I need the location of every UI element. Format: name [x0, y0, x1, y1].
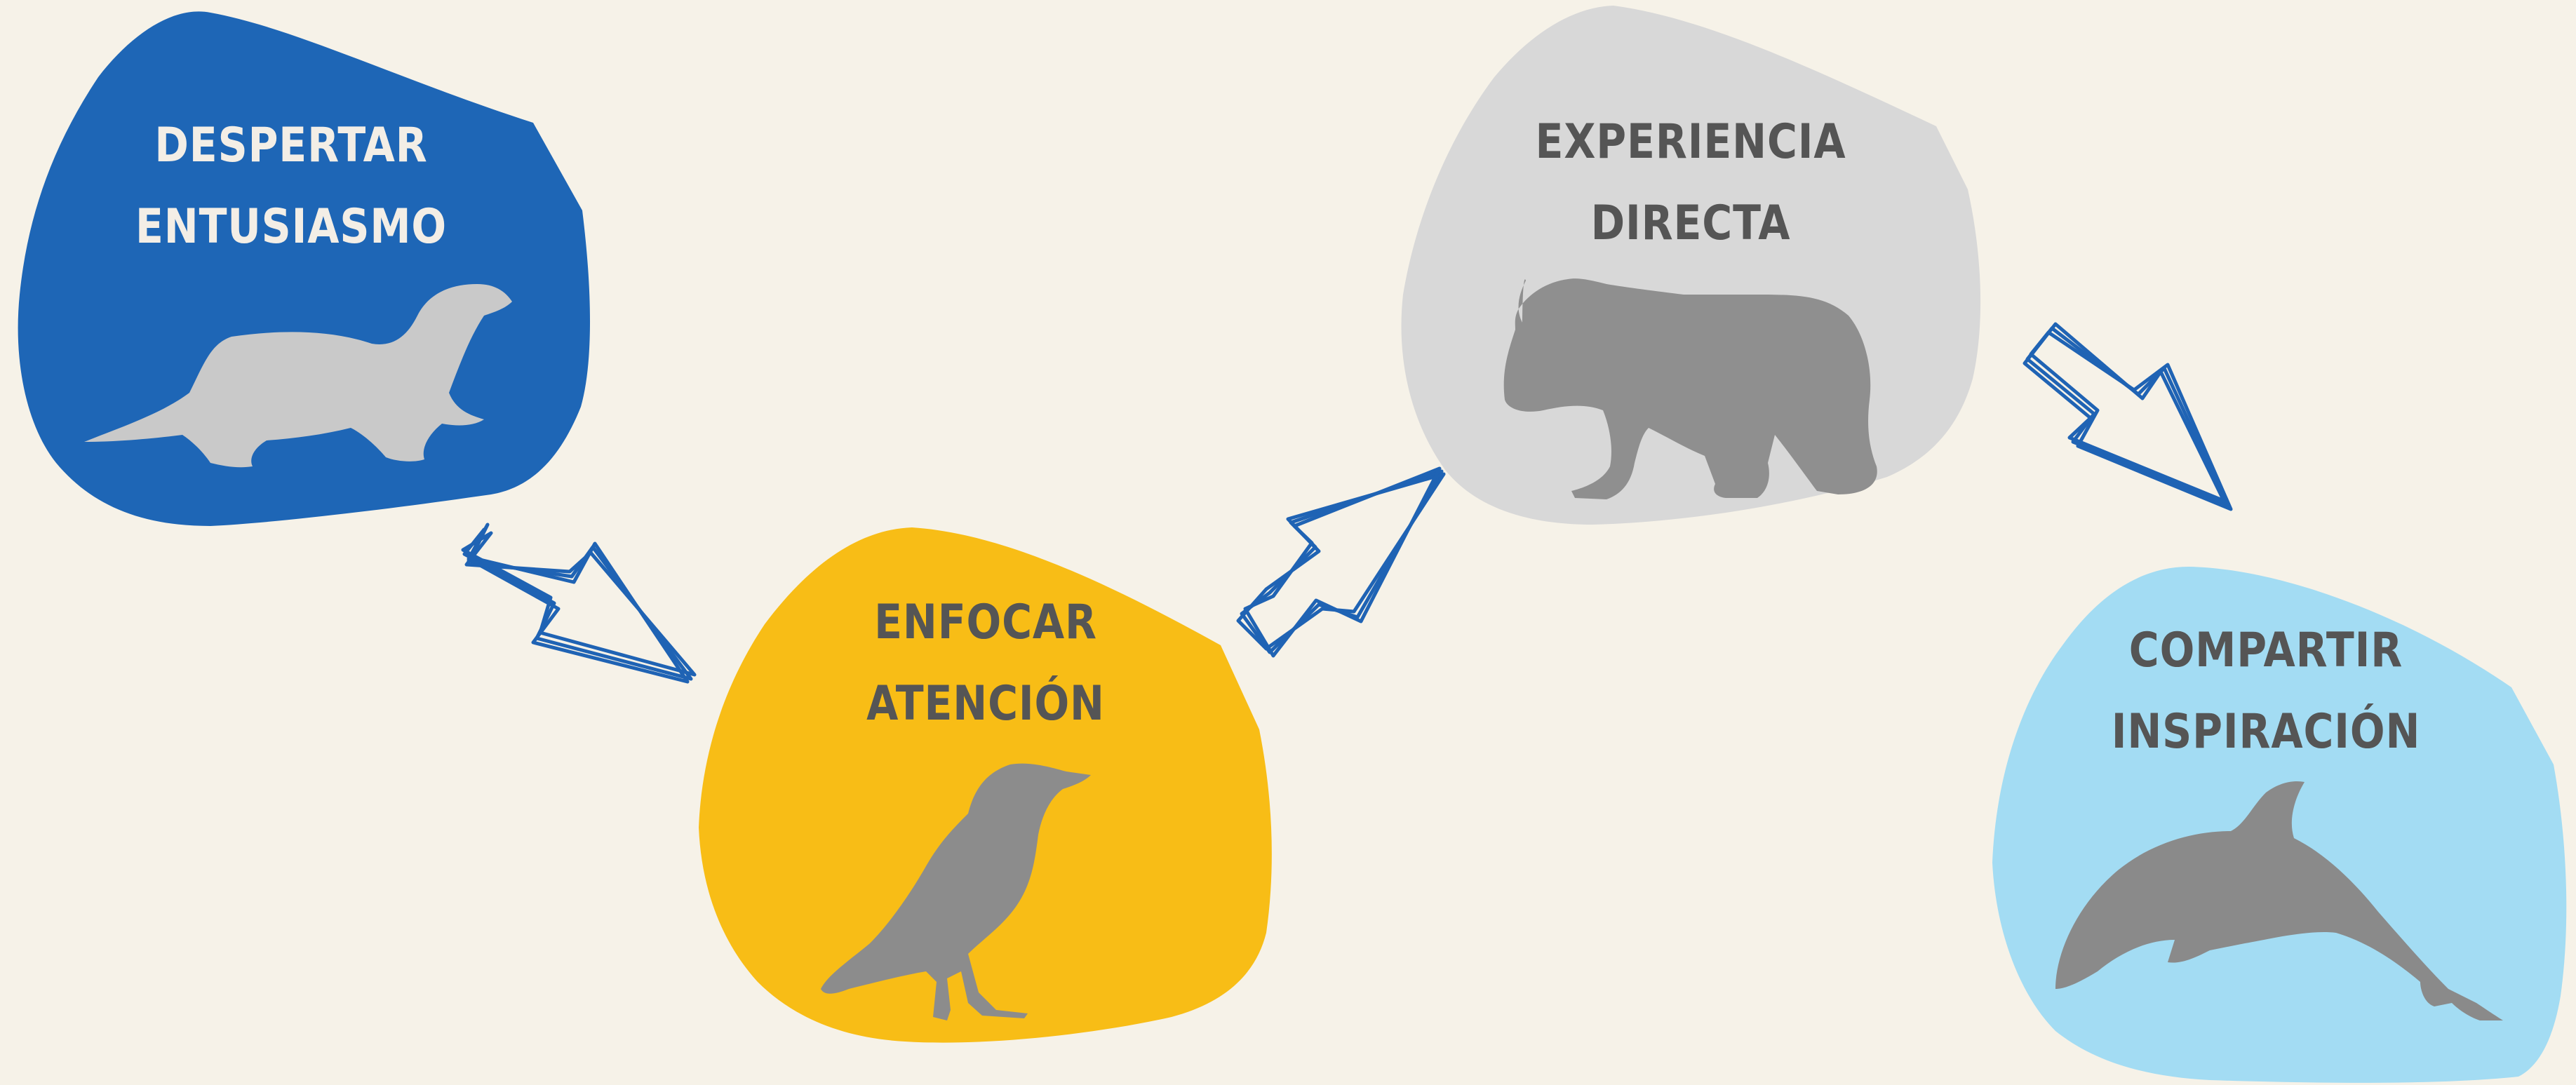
stage-3-line-1: EXPERIENCIA [1535, 114, 1846, 170]
arrow-1-to-2 [461, 523, 697, 684]
dolphin-silhouette [2055, 781, 2503, 1020]
stage-2-line-2: ATENCIÓN [866, 676, 1105, 732]
stage-1-line-2: ENTUSIASMO [135, 199, 448, 255]
stage-blob-despertar [18, 11, 591, 526]
stage-label-experiencia: EXPERIENCIA DIRECTA [1510, 102, 1872, 264]
arrow-3-to-4 [2022, 322, 2233, 511]
arrow-2-to-3 [1236, 466, 1446, 658]
stage-3-line-2: DIRECTA [1590, 196, 1791, 251]
stage-2-line-1: ENFOCAR [874, 595, 1097, 650]
stage-4-line-2: INSPIRACIÓN [2111, 704, 2421, 760]
stage-label-compartir: COMPARTIR INSPIRACIÓN [2094, 610, 2438, 773]
stage-4-line-1: COMPARTIR [2128, 623, 2403, 678]
stage-label-despertar: DESPERTAR ENTUSIASMO [119, 105, 463, 268]
bear-silhouette [1503, 278, 1877, 499]
stage-1-line-1: DESPERTAR [154, 118, 428, 173]
crow-silhouette [821, 763, 1091, 1020]
stage-label-enfocar: ENFOCAR ATENCIÓN [820, 582, 1152, 745]
ferret-silhouette [84, 284, 512, 468]
